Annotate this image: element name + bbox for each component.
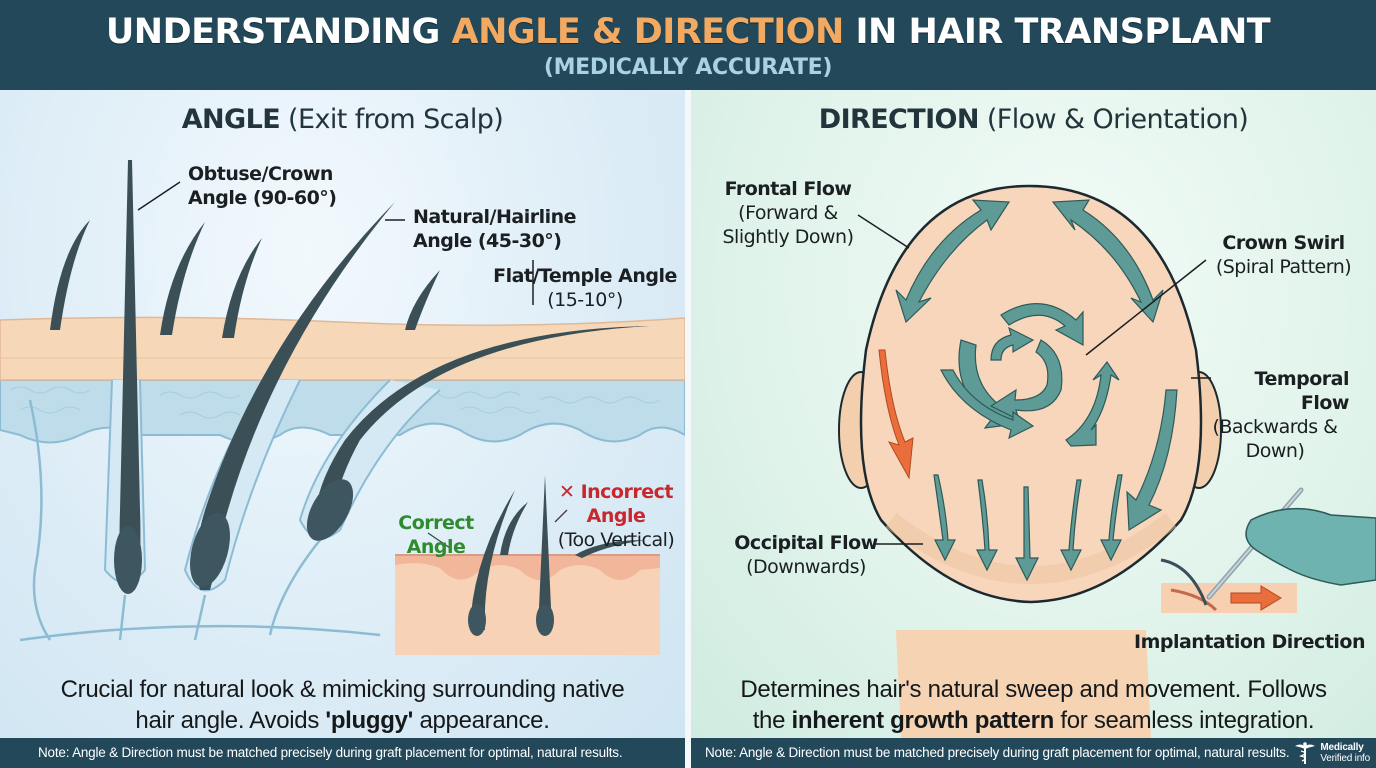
- label-line: Correct: [398, 512, 474, 534]
- label-line: Flat/Temple Angle: [493, 265, 677, 287]
- label-obtuse-crown-angle: Obtuse/Crown Angle (90-60°): [188, 162, 337, 210]
- direction-description: Determines hair's natural sweep and move…: [691, 674, 1376, 736]
- page-subtitle: (MEDICALLY ACCURATE): [543, 55, 833, 80]
- direction-section-title: DIRECTION (Flow & Orientation): [691, 104, 1376, 135]
- label-temporal-flow: Temporal Flow (Backwards & Down): [1201, 367, 1349, 463]
- label-text: Incorrect: [580, 481, 674, 503]
- head-hair-flow-illustration: [838, 184, 1376, 738]
- flow-arrows: [895, 199, 1178, 582]
- label-line: Occipital Flow: [734, 532, 878, 554]
- label-frontal-flow: Frontal Flow (Forward & Slightly Down): [713, 177, 863, 249]
- label-line: (Backwards &: [1212, 416, 1338, 438]
- panel-divider: [685, 90, 691, 768]
- caduceus-icon: [1295, 742, 1316, 764]
- label-line: ✕ Incorrect: [550, 480, 682, 504]
- label-natural-hairline-angle: Natural/Hairline Angle (45-30°): [413, 205, 577, 253]
- emphasis: inherent growth pattern: [791, 707, 1055, 734]
- footer-note-right: Note: Angle & Direction must be matched …: [691, 738, 1376, 768]
- angle-title-rest: (Exit from Scalp): [280, 104, 504, 135]
- page-title: UNDERSTANDING ANGLE & DIRECTION IN HAIR …: [0, 0, 1376, 54]
- angle-section-title: ANGLE (Exit from Scalp): [0, 104, 685, 135]
- label-line: Angle: [406, 536, 466, 558]
- label-line: Natural/Hairline: [413, 206, 577, 228]
- medically-verified-badge: Medically Verified info: [1294, 741, 1370, 765]
- angle-title-bold: ANGLE: [181, 104, 281, 135]
- label-line: Angle (45-30°): [413, 230, 562, 252]
- text: appearance.: [413, 707, 550, 734]
- label-line: Angle (90-60°): [188, 187, 337, 209]
- direction-title-rest: (Flow & Orientation): [978, 104, 1249, 135]
- description-line: the inherent growth pattern for seamless…: [691, 705, 1376, 736]
- label-line: Angle: [586, 505, 646, 527]
- header-banner: UNDERSTANDING ANGLE & DIRECTION IN HAIR …: [0, 0, 1376, 90]
- angle-comparison-inset: [395, 475, 660, 655]
- footer-note-text: Note: Angle & Direction must be matched …: [705, 745, 1290, 760]
- label-line: Down): [1245, 440, 1305, 462]
- badge-text: Medically Verified info: [1320, 742, 1370, 764]
- description-line: Determines hair's natural sweep and move…: [740, 676, 1327, 703]
- label-line: (Spiral Pattern): [1215, 256, 1352, 278]
- label-line: Slightly Down): [722, 226, 854, 248]
- label-line: Crown Swirl: [1222, 232, 1345, 254]
- description-line: hair angle. Avoids 'pluggy' appearance.: [0, 705, 685, 736]
- angle-description: Crucial for natural look & mimicking sur…: [0, 674, 685, 736]
- text: for seamless integration.: [1053, 707, 1315, 734]
- hair-follicle-cross-section-illustration: [0, 160, 685, 655]
- angle-panel: ANGLE (Exit from Scalp) Obtuse/Crown Ang…: [0, 90, 685, 738]
- direction-panel: DIRECTION (Flow & Orientation) Frontal F…: [691, 90, 1376, 738]
- label-line: Obtuse/Crown: [188, 163, 333, 185]
- label-correct-angle: Correct Angle: [392, 511, 480, 559]
- label-line: (Too Vertical): [557, 529, 675, 551]
- label-flat-temple-angle: Flat/Temple Angle (15-10°): [490, 264, 680, 312]
- label-crown-swirl: Crown Swirl (Spiral Pattern): [1201, 231, 1366, 279]
- title-part-1: UNDERSTANDING: [105, 12, 452, 52]
- label-line: Frontal Flow: [724, 178, 852, 200]
- label-line: (Downwards): [746, 556, 866, 578]
- description-line: Crucial for natural look & mimicking sur…: [60, 676, 625, 703]
- label-line: Temporal Flow: [1254, 368, 1350, 414]
- text: hair angle. Avoids: [135, 707, 326, 734]
- badge-line: Medically: [1320, 742, 1364, 753]
- label-occipital-flow: Occipital Flow (Downwards): [731, 531, 881, 579]
- footer-note-text: Note: Angle & Direction must be matched …: [38, 745, 623, 760]
- label-incorrect-angle: ✕ Incorrect Angle (Too Vertical): [550, 480, 682, 552]
- direction-title-bold: DIRECTION: [818, 104, 980, 135]
- emphasis: 'pluggy': [325, 707, 414, 734]
- title-part-2: IN HAIR TRANSPLANT: [843, 12, 1271, 52]
- label-implantation-direction: Implantation Direction: [1134, 630, 1366, 654]
- x-mark-icon: ✕: [559, 481, 575, 503]
- label-line: Implantation Direction: [1134, 631, 1366, 653]
- text: the: [752, 707, 792, 734]
- title-highlight: ANGLE & DIRECTION: [451, 12, 845, 52]
- label-line: (Forward &: [738, 202, 838, 224]
- footer-note-left: Note: Angle & Direction must be matched …: [0, 738, 685, 768]
- label-line: (15-10°): [547, 289, 623, 311]
- implantation-direction-inset: [1160, 487, 1376, 613]
- badge-line: Verified info: [1320, 753, 1370, 764]
